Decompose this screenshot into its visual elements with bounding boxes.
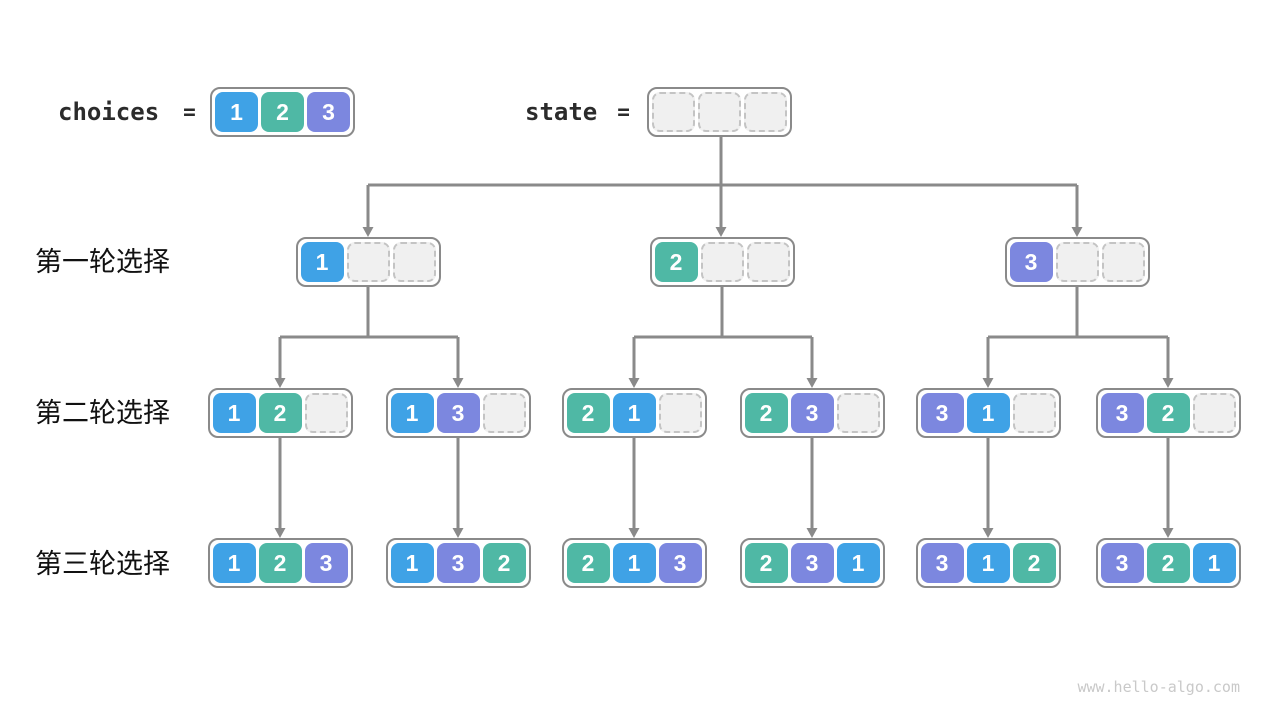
element-cell-1: 1 xyxy=(390,543,434,583)
element-cell-1: 1 xyxy=(1192,543,1236,583)
empty-slot xyxy=(744,92,787,132)
element-cell-1: 1 xyxy=(390,393,434,433)
state-node-r1-2: 2 xyxy=(649,237,795,287)
element-cell-3: 3 xyxy=(1100,543,1144,583)
element-cell-3: 3 xyxy=(790,393,834,433)
element-cell-2: 2 xyxy=(744,543,788,583)
empty-slot xyxy=(1101,242,1145,282)
element-cell-1: 1 xyxy=(300,242,344,282)
element-cell-3: 3 xyxy=(658,543,702,583)
element-cell-1: 1 xyxy=(612,543,656,583)
empty-slot xyxy=(700,242,744,282)
state-node-r1-1: 1 xyxy=(295,237,441,287)
empty-slot xyxy=(304,393,348,433)
choices-equals-sign: = xyxy=(183,100,196,124)
round-label-1: 第一轮选择 xyxy=(35,247,170,277)
state-node-r1-3: 3 xyxy=(1004,237,1150,287)
element-cell-1: 1 xyxy=(966,543,1010,583)
element-cell-3: 3 xyxy=(436,393,480,433)
empty-slot xyxy=(482,393,526,433)
watermark-text: www.hello-algo.com xyxy=(1077,678,1240,696)
choices-label-group: choices = xyxy=(58,87,196,137)
state-label: state xyxy=(525,98,598,126)
choices-label: choices xyxy=(58,98,160,126)
empty-slot xyxy=(1012,393,1056,433)
element-cell-3: 3 xyxy=(436,543,480,583)
element-cell-2: 2 xyxy=(1012,543,1056,583)
element-cell-3: 3 xyxy=(920,543,964,583)
empty-slot xyxy=(652,92,695,132)
element-cell-2: 2 xyxy=(261,92,304,132)
element-cell-3: 3 xyxy=(304,543,348,583)
element-cell-2: 2 xyxy=(566,393,610,433)
element-cell-2: 2 xyxy=(258,393,302,433)
element-cell-3: 3 xyxy=(790,543,834,583)
element-cell-1: 1 xyxy=(612,393,656,433)
element-cell-1: 1 xyxy=(215,92,258,132)
element-cell-2: 2 xyxy=(258,543,302,583)
element-cell-3: 3 xyxy=(307,92,350,132)
element-cell-2: 2 xyxy=(1146,543,1190,583)
empty-slot xyxy=(658,393,702,433)
element-cell-1: 1 xyxy=(212,543,256,583)
state-equals-sign: = xyxy=(617,100,630,124)
element-cell-1: 1 xyxy=(836,543,880,583)
element-cell-1: 1 xyxy=(966,393,1010,433)
element-cell-2: 2 xyxy=(654,242,698,282)
empty-slot xyxy=(746,242,790,282)
empty-slot xyxy=(698,92,741,132)
empty-slot xyxy=(392,242,436,282)
round-label-2: 第二轮选择 xyxy=(35,398,170,428)
state-label-group: state = xyxy=(525,87,630,137)
element-cell-3: 3 xyxy=(920,393,964,433)
element-cell-2: 2 xyxy=(744,393,788,433)
element-cell-2: 2 xyxy=(1146,393,1190,433)
round-label-3: 第三轮选择 xyxy=(35,549,170,579)
empty-slot xyxy=(346,242,390,282)
empty-slot xyxy=(1055,242,1099,282)
element-cell-1: 1 xyxy=(212,393,256,433)
state-array xyxy=(647,87,792,137)
element-cell-2: 2 xyxy=(566,543,610,583)
element-cell-3: 3 xyxy=(1009,242,1053,282)
empty-slot xyxy=(1192,393,1236,433)
element-cell-2: 2 xyxy=(482,543,526,583)
empty-slot xyxy=(836,393,880,433)
element-cell-3: 3 xyxy=(1100,393,1144,433)
